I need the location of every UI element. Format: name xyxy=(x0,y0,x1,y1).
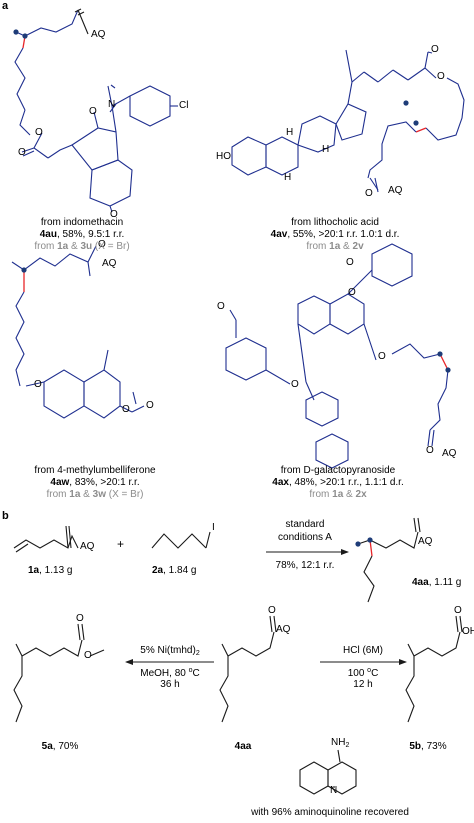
atom-label-n: N xyxy=(108,99,116,110)
atom-label-h: H xyxy=(322,144,330,155)
arrow-right-time: 12 h xyxy=(353,679,373,690)
atom-label-o: O xyxy=(76,613,84,624)
atom-label-o: O xyxy=(35,127,43,138)
label-2a: 2a, 1.84 g xyxy=(152,565,197,576)
atom-label-aq: AQ xyxy=(388,185,403,196)
arrow-right-temperature: 100 oC xyxy=(347,667,379,679)
caption-4au-reagents: from 1a & 3u (X = Br) xyxy=(34,241,130,252)
structure-2a xyxy=(151,531,211,549)
caption-4av-source: from lithocholic acid xyxy=(291,217,379,228)
atom-label-o: O xyxy=(98,239,106,250)
caption-4aw-source: from 4-methylumbelliferone xyxy=(34,465,156,476)
atom-label-o: O xyxy=(426,445,434,456)
atom-label-aq: AQ xyxy=(80,541,95,552)
atom-label-aq: AQ xyxy=(102,258,117,269)
atom-label-oh: OH xyxy=(462,626,474,637)
arrow-left-solvent: MeOH, 80 oC xyxy=(140,667,200,679)
atom-label-o: O xyxy=(437,71,445,82)
atom-label-nh2: NH2 xyxy=(331,737,350,750)
atom-label-o: O xyxy=(217,301,225,312)
caption-4au-result: 4au, 58%, 9.5:1 r.r. xyxy=(39,229,125,240)
structure-4aw xyxy=(11,245,145,419)
atom-label-o: O xyxy=(378,351,386,362)
caption-4ax-result: 4ax, 48%, >20:1 r.r., 1.1:1 d.r. xyxy=(272,477,404,488)
structure-4au xyxy=(14,8,178,213)
caption-4av-result: 4av, 55%, >20:1 r.r. 1.0:1 d.r. xyxy=(270,229,400,240)
label-5b: 5b, 73% xyxy=(409,741,447,752)
label-4aa-top: 4aa, 1.11 g xyxy=(412,577,462,588)
label-1a: 1a, 1.13 g xyxy=(28,565,73,576)
structure-4aa-bottom xyxy=(219,615,277,723)
label-4aa-bottom: 4aa xyxy=(234,741,252,752)
atom-label-o: O xyxy=(89,106,97,117)
atom-label-aq: AQ xyxy=(276,624,291,635)
panel-label-a: a xyxy=(2,0,9,12)
atom-label-o: O xyxy=(348,287,356,298)
arrow-left-time: 36 h xyxy=(160,679,180,690)
atom-label-o: O xyxy=(110,209,118,220)
caption-4av-reagents: from 1a & 2v xyxy=(306,241,364,252)
atom-label-aq: AQ xyxy=(91,29,106,40)
arrow-left-catalyst: 5% Ni(tmhd)2 xyxy=(140,645,200,658)
atom-label-aq: AQ xyxy=(442,448,457,459)
arrow-right-reagent: HCl (6M) xyxy=(343,645,383,656)
arrow1-conditions-mid: conditions A xyxy=(278,532,332,543)
arrow1-conditions-top: standard xyxy=(285,519,325,530)
structure-4ax xyxy=(225,243,449,469)
structure-5b xyxy=(405,615,463,723)
label-5a: 5a, 70% xyxy=(41,741,79,752)
atom-label-ho: HO xyxy=(216,151,231,162)
atom-label-o: O xyxy=(365,188,373,199)
atom-label-o: O xyxy=(346,257,354,268)
atom-label-o: O xyxy=(268,605,276,616)
plus-sign: + xyxy=(117,537,125,551)
caption-4ax-source: from D-galactopyranoside xyxy=(280,465,396,476)
structure-4aa-top xyxy=(357,517,421,603)
panel-label-b: b xyxy=(2,510,9,522)
caption-4ax-reagents: from 1a & 2x xyxy=(309,489,367,500)
atom-label-i: I xyxy=(212,522,215,533)
atom-label-n: N xyxy=(330,785,338,796)
caption-4au-source: from indomethacin xyxy=(40,217,124,228)
atom-label-o: O xyxy=(18,147,26,158)
atom-label-h: H xyxy=(284,172,292,183)
atom-label-o: O xyxy=(291,379,299,390)
atom-label-o: O xyxy=(146,400,154,411)
atom-label-h: H xyxy=(286,127,294,138)
aminoquinoline-recovery-note: with 96% aminoquinoline recovered xyxy=(251,807,409,818)
structure-4av xyxy=(231,49,465,193)
structure-5a xyxy=(13,623,105,723)
caption-4aw-result: 4aw, 83%, >20:1 r.r. xyxy=(50,477,140,488)
caption-4aw-reagents: from 1a & 3w (X = Br) xyxy=(46,489,144,500)
atom-label-o: O xyxy=(431,44,439,55)
atom-label-cl: Cl xyxy=(179,100,189,111)
atom-label-o: O xyxy=(84,650,92,661)
structure-aminoquinoline xyxy=(299,749,357,795)
atom-label-aq: AQ xyxy=(418,536,433,547)
arrow1-yield: 78%, 12:1 r.r. xyxy=(275,560,335,571)
atom-label-o: O xyxy=(34,379,42,390)
structure-1a xyxy=(13,525,79,553)
atom-label-o: O xyxy=(454,605,462,616)
atom-label-o: O xyxy=(122,404,130,415)
